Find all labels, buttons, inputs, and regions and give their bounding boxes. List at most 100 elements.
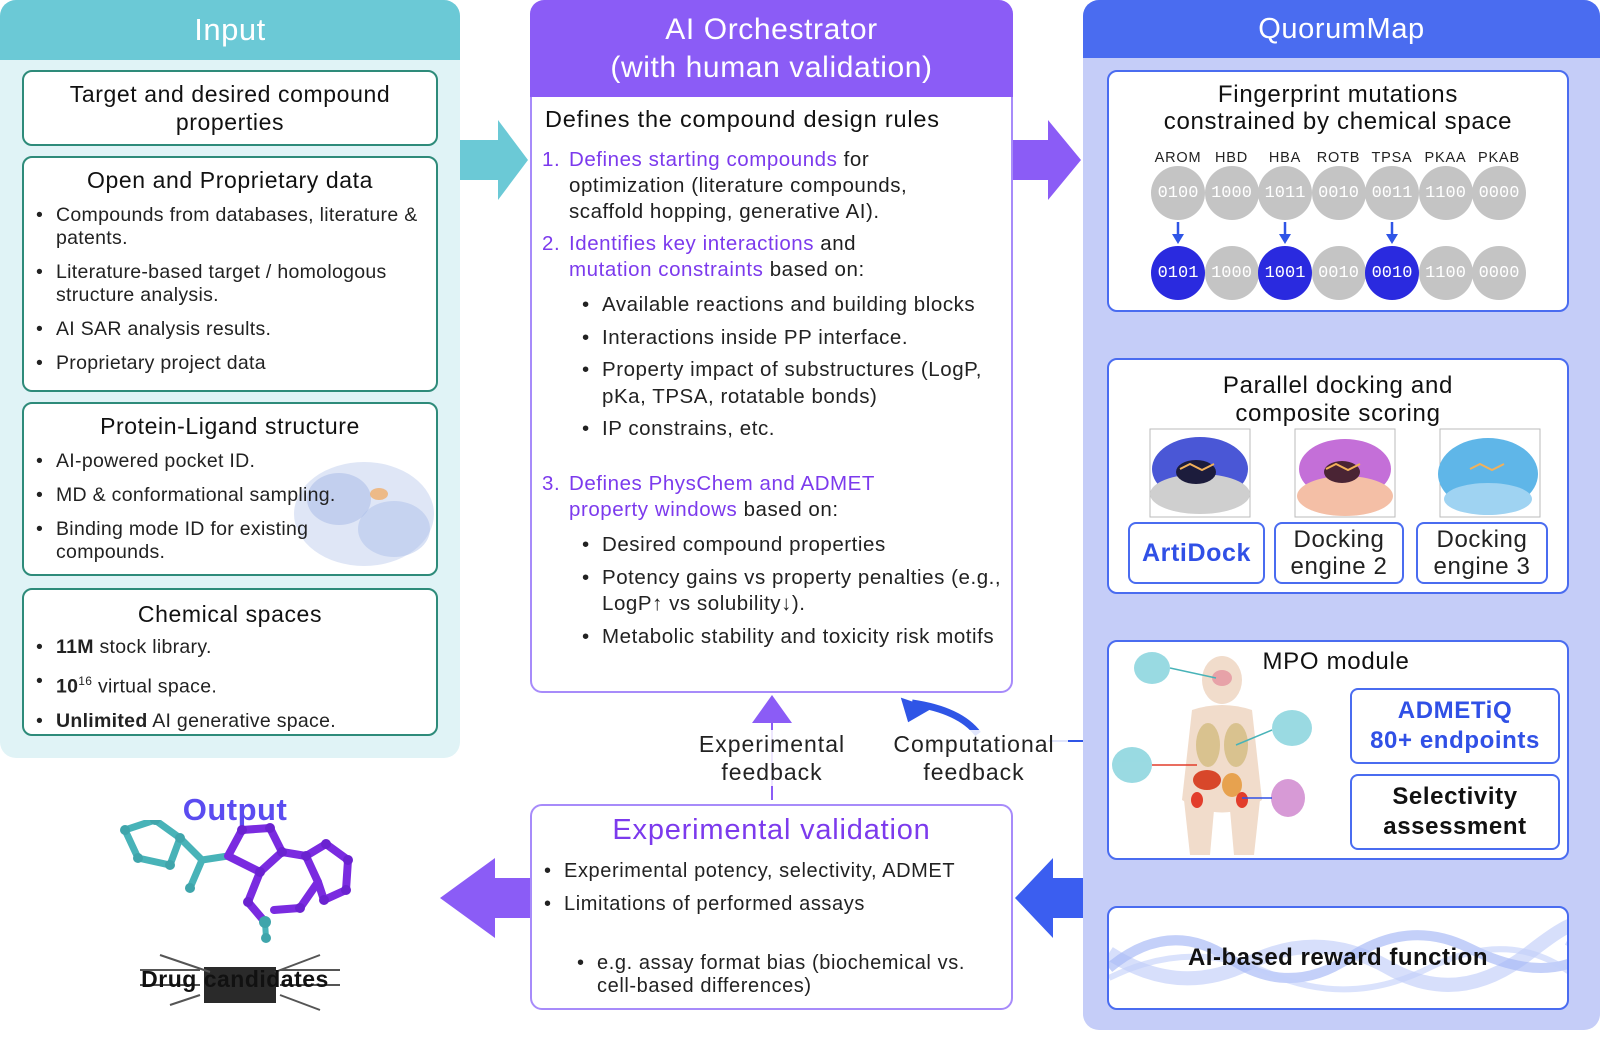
artidock-engine: ArtiDock (1128, 522, 1265, 584)
experimental-validation-title: Experimental validation (612, 814, 931, 846)
fingerprint-bit-mutant: 0010 (1311, 246, 1366, 300)
fingerprint-title: Fingerprint mutations (1217, 81, 1459, 108)
reward-function-label: AI-based reward function (1187, 944, 1489, 971)
fingerprint-bit-mutated: 0010 (1365, 246, 1419, 300)
fingerprint-label: AROM (1154, 150, 1202, 166)
admetiq-title: ADMETiQ (1397, 697, 1513, 724)
cyclopentyl-group (121, 820, 232, 892)
orchestrator-header: AI Orchestrator (with human validation) (530, 0, 1013, 97)
section-3-item: Metabolic stability and toxicity risk mo… (570, 624, 1010, 651)
validation-subitem-list: e.g. assay format bias (biochemical vs. … (565, 952, 1005, 1009)
fingerprint-bit-original: 0000 (1472, 166, 1526, 220)
chip-base (140, 954, 340, 1011)
section-3-line-1: Defines PhysChem and ADMET (569, 472, 875, 495)
open-data-title: Open and Proprietary data (86, 167, 374, 193)
section-2-item: Interactions inside PP interface. (570, 325, 1010, 352)
open-data-item: Literature-based target / homologous str… (24, 261, 418, 307)
open-data-item: Proprietary project data (24, 352, 418, 375)
protein-ligand-title: Protein-Ligand structure (100, 413, 360, 439)
chemical-space-item: 1016 virtual space. (24, 670, 436, 699)
section-2-item: Available reactions and building blocks (570, 292, 1010, 319)
chemical-space-item: 11M stock library. (24, 636, 436, 659)
target-properties-box: Target and desired compound properties (22, 70, 438, 146)
selectivity-line-2: assessment (1383, 813, 1527, 840)
docking-title: Parallel docking and (1222, 372, 1454, 399)
protein-ligand-item: Binding mode ID for existing compounds. (24, 518, 376, 564)
protein-ligand-box: Protein-Ligand structure AI-powered pock… (22, 402, 438, 576)
drug-candidates-caption: Drug candidates (141, 966, 329, 992)
fingerprint-bit-original: 1000 (1204, 166, 1259, 220)
input-header: Input (0, 0, 460, 60)
validation-subitem: e.g. assay format bias (biochemical vs. … (565, 952, 1005, 998)
section-2-item: IP constrains, etc. (570, 416, 1010, 443)
section-2-line-1: Identifies key interactions and (569, 232, 857, 255)
computational-feedback-arrowhead (900, 697, 933, 723)
section-2-item: Property impact of substructures (LogP, … (570, 357, 1010, 410)
docking-engine-2-structure (1294, 428, 1396, 518)
selectivity-line-1: Selectivity (1392, 783, 1518, 810)
fingerprint-bit-original: 0011 (1365, 166, 1419, 220)
teal-atoms (120, 820, 271, 943)
section-3-list: Desired compound properties Potency gain… (570, 532, 1010, 656)
ring-atoms (237, 823, 353, 913)
section-3-number: 3. (542, 472, 561, 495)
admetiq-endpoints: 80+ endpoints (1370, 727, 1540, 754)
section-1-number: 1. (542, 148, 561, 171)
fingerprint-bit-mutated: 1001 (1258, 246, 1312, 300)
reward-wave-graphic (1109, 919, 1567, 993)
orchestrator-subtitle: (with human validation) (610, 51, 933, 84)
fingerprint-bit-original: 0100 (1151, 166, 1205, 220)
orchestrator-to-quorummap-arrow (1013, 120, 1081, 200)
quorummap-header: QuorumMap (1083, 0, 1600, 58)
section-3-line-2: property windows based on: (569, 498, 839, 521)
admetiq-box: ADMETiQ 80+ endpoints (1350, 688, 1560, 764)
mpo-title: MPO module (1262, 648, 1410, 675)
fingerprint-label: PKAA (1424, 150, 1467, 166)
molecule-illustration (120, 820, 353, 1011)
orchestrator-title: AI Orchestrator (665, 13, 878, 46)
computational-feedback-label: Computational feedback (880, 730, 1068, 786)
fingerprint-bit-original: 1100 (1418, 166, 1473, 220)
fingerprint-bit-mutant: 1100 (1418, 246, 1473, 300)
section-1-line-2: optimization (literature compounds, (569, 174, 908, 197)
section-1-line-3: scaffold hopping, generative AI). (569, 200, 880, 223)
section-3-item: Potency gains vs property penalties (e.g… (570, 565, 1010, 618)
fingerprint-label: ROTB (1316, 150, 1361, 166)
experimental-feedback-arrowhead (752, 695, 792, 723)
fingerprint-subtitle: constrained by chemical space (1163, 108, 1513, 135)
fingerprint-label: HBD (1214, 150, 1248, 166)
fingerprint-bit-original: 0010 (1311, 166, 1366, 220)
selectivity-box: Selectivity assessment (1350, 774, 1560, 850)
fingerprint-bit-mutant: 0000 (1472, 246, 1526, 300)
open-data-box: Open and Proprietary data Compounds from… (22, 156, 438, 392)
body-organ-illustration (1112, 652, 1312, 855)
section-2-list: Available reactions and building blocks … (570, 292, 1010, 449)
section-2-number: 2. (542, 232, 561, 255)
chemical-spaces-box: Chemical spaces 11M stock library. 1016 … (22, 588, 438, 736)
fingerprint-bit-original: 1011 (1258, 166, 1312, 220)
output-title: Output (182, 792, 288, 827)
section-2-line-2: mutation constraints based on: (569, 258, 865, 281)
fingerprint-bit-mutated: 0101 (1151, 246, 1205, 300)
input-to-orchestrator-arrow (460, 120, 528, 200)
protein-ligand-item: AI-powered pocket ID. (24, 450, 376, 473)
protein-ligand-item: MD & conformational sampling. (24, 484, 376, 507)
reward-function-box: AI-based reward function (1107, 906, 1569, 1010)
fingerprint-bit-mutant: 1000 (1204, 246, 1259, 300)
fingerprint-label: PKAB (1478, 150, 1520, 166)
open-data-item: Compounds from databases, literature & p… (24, 204, 418, 250)
fingerprint-label: HBA (1268, 150, 1302, 166)
artidock-structure (1149, 428, 1251, 518)
experimental-feedback-label: Experimental feedback (682, 730, 862, 786)
design-rules-heading: Defines the compound design rules (545, 106, 940, 132)
docking-structures (1149, 428, 1541, 518)
section-1-line-1: Defines starting compounds for (569, 148, 870, 171)
fingerprint-label: TPSA (1371, 150, 1413, 166)
chemical-spaces-title: Chemical spaces (137, 601, 323, 627)
quorummap-to-validation-arrow (1015, 858, 1083, 938)
docking-subtitle: composite scoring (1235, 400, 1441, 427)
validation-item: Limitations of performed assays (532, 893, 1002, 916)
validation-item: Experimental potency, selectivity, ADMET (532, 860, 1002, 883)
